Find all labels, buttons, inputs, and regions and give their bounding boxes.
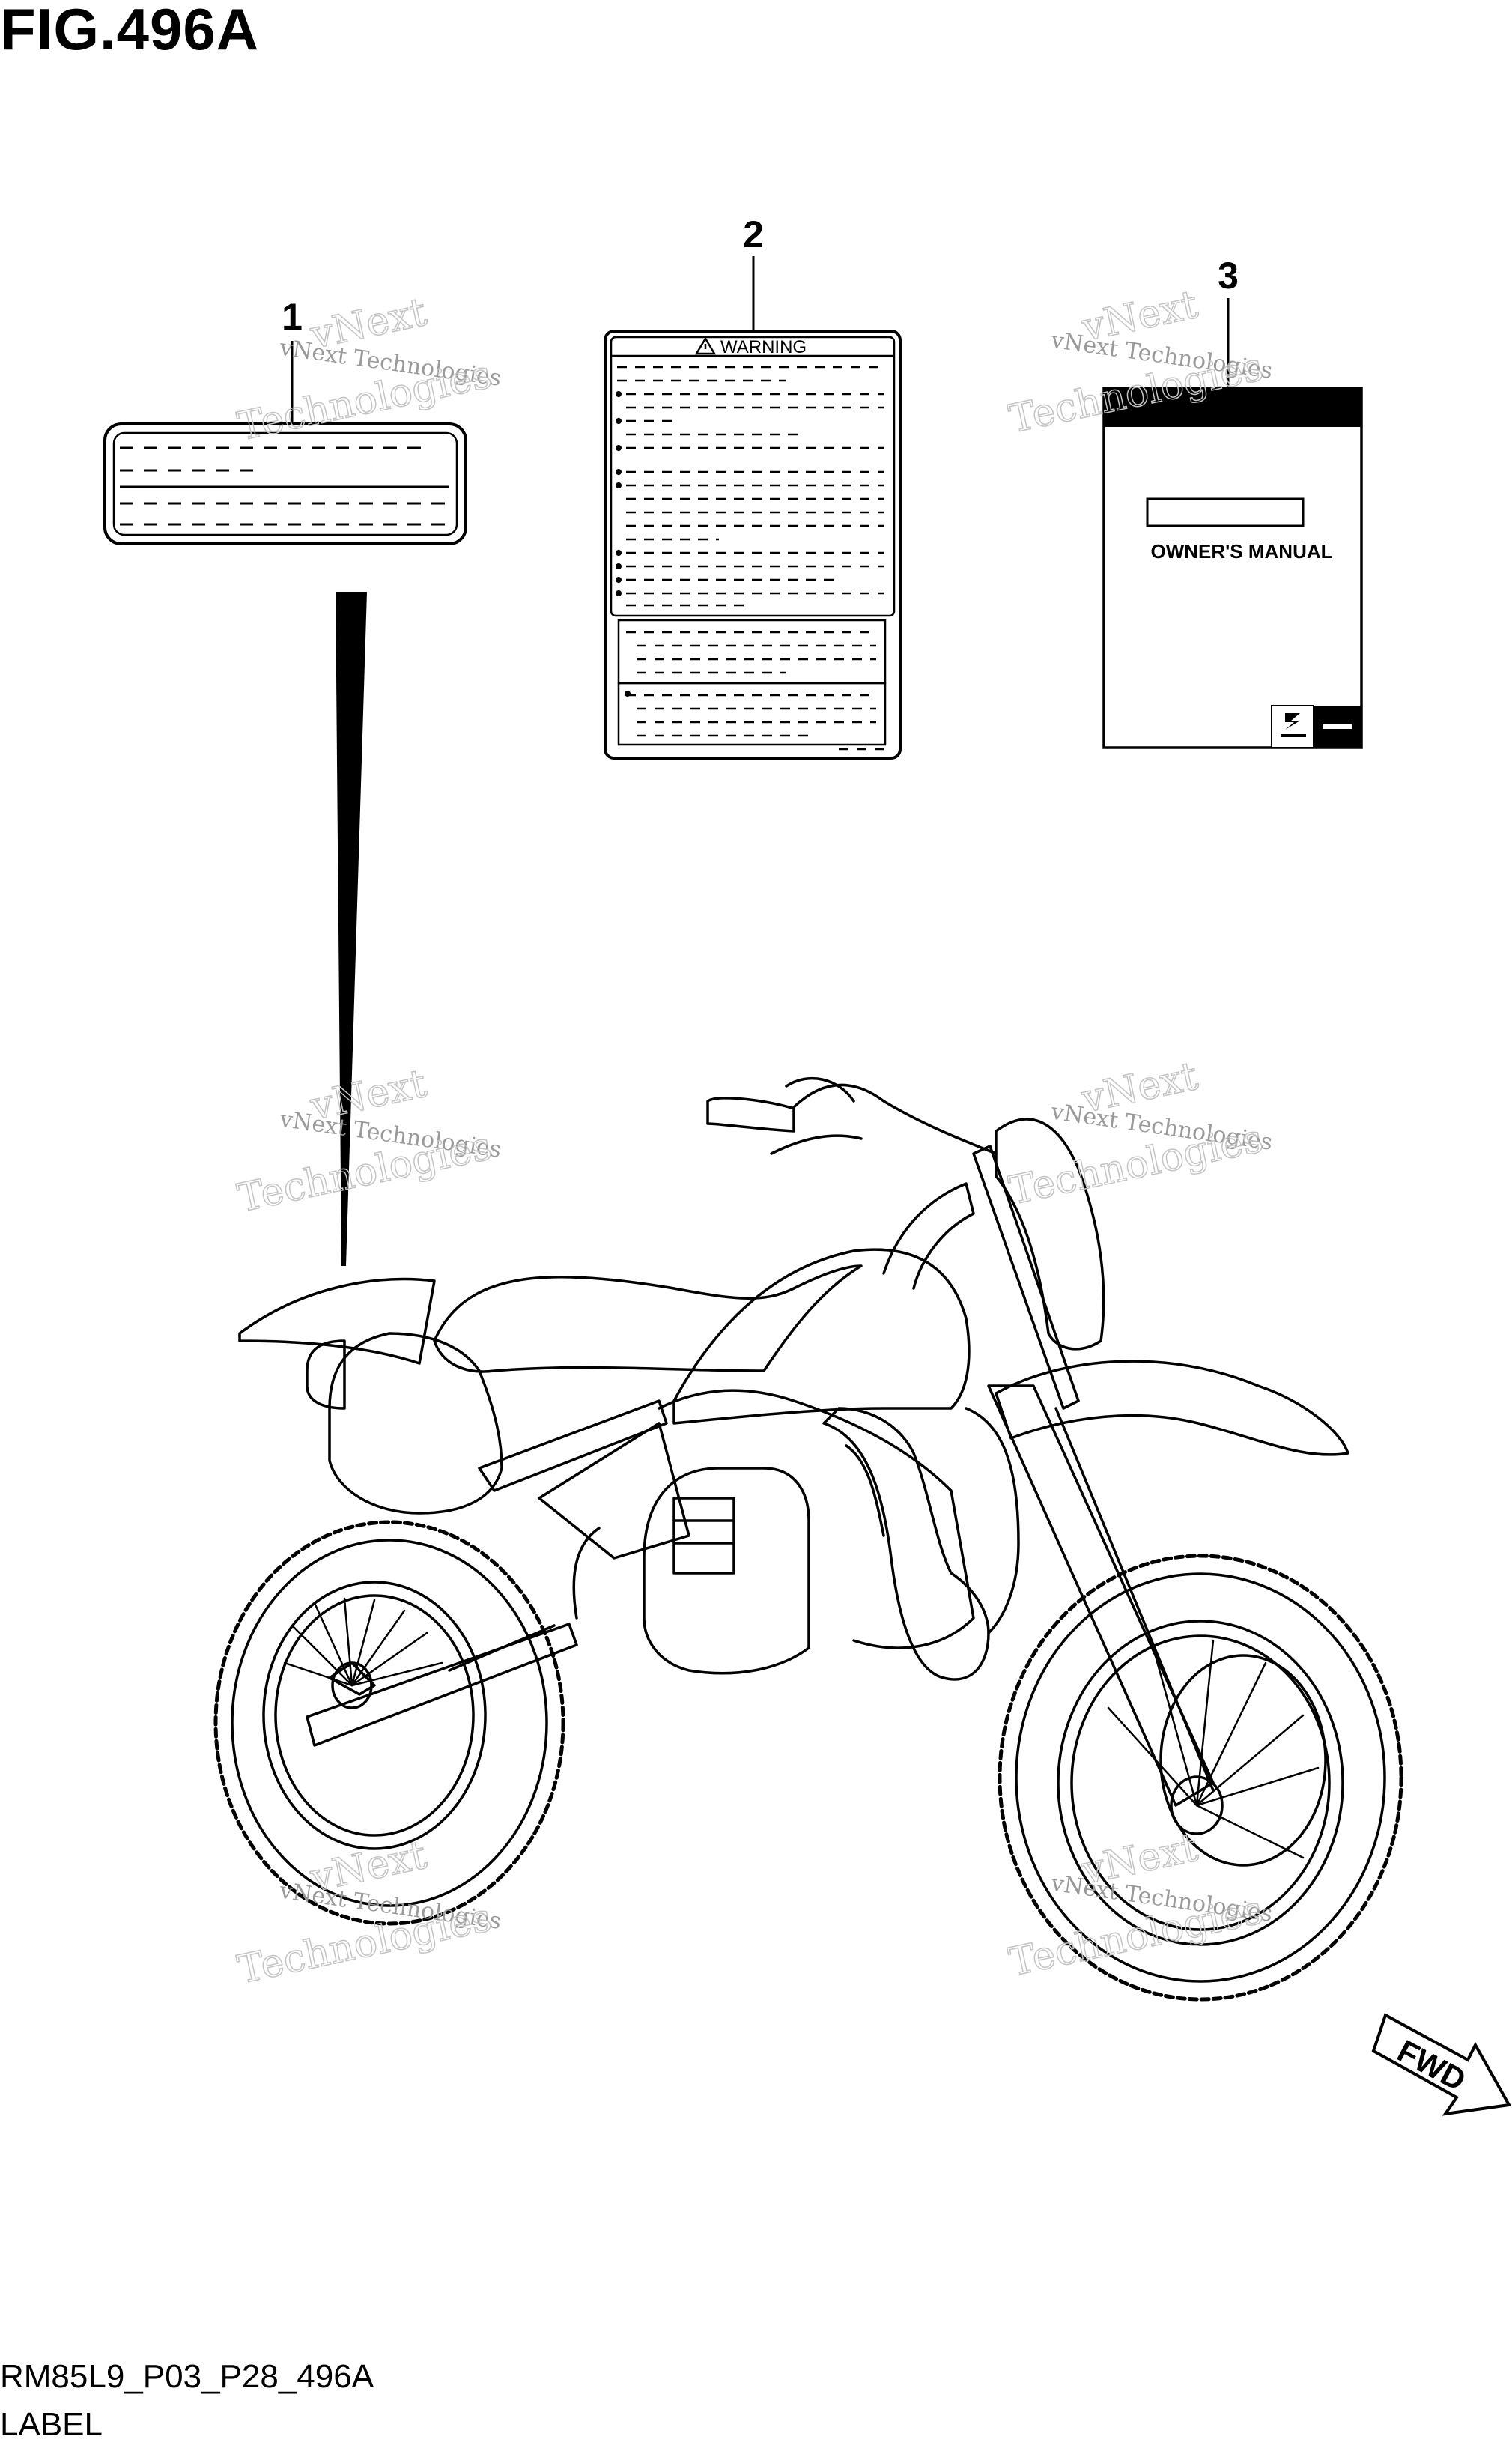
suzuki-logo-box xyxy=(1271,705,1314,748)
callout-2: 2 xyxy=(743,213,764,255)
diagram-code: RM85L9_P03_P28_496A xyxy=(0,2358,374,2395)
watermark-middle-left: vNext Technologies vNext Technologies xyxy=(234,1061,503,1222)
rear-fender xyxy=(238,1277,436,1365)
label-2-outer xyxy=(604,330,902,760)
label-3[interactable]: 3 OWNER'S MANUAL xyxy=(1102,255,1363,749)
watermark-middle-right: vNext Technologies vNext Technologies xyxy=(1005,1053,1275,1214)
seat xyxy=(433,1264,863,1373)
label-2[interactable]: 2 WARNING xyxy=(604,213,902,760)
fuel-tank xyxy=(672,1248,971,1425)
manual-title-box xyxy=(1146,497,1305,527)
leader-wedge-1 xyxy=(336,592,367,1266)
manual-cover xyxy=(1102,387,1363,749)
forward-direction-arrow: FWD xyxy=(1371,2013,1512,2116)
diagram-section-name: LABEL xyxy=(0,2406,103,2443)
front-fender xyxy=(995,1360,1349,1456)
swingarm xyxy=(306,1623,578,1747)
frame-rail xyxy=(478,1399,668,1492)
rear-wheel xyxy=(213,1520,565,1926)
callout-1: 1 xyxy=(282,296,303,338)
figure-title: FIG.496A xyxy=(0,0,260,62)
manual-title: OWNER'S MANUAL xyxy=(1150,540,1332,563)
suzuki-logo-icon xyxy=(1281,713,1306,737)
label-1-inner xyxy=(112,431,458,536)
warning-header: WARNING xyxy=(720,337,807,357)
warning-triangle-icon xyxy=(694,336,717,355)
label-1-outer xyxy=(103,422,467,545)
side-number-plate xyxy=(328,1332,503,1515)
handlebar-grip xyxy=(706,1097,795,1133)
motorcycle-outline[interactable] xyxy=(213,1076,1403,2002)
callout-3: 3 xyxy=(1218,255,1239,297)
watermark-top-left: vNext Technologies vNext Technologies xyxy=(234,289,503,450)
front-fork-lower xyxy=(987,1384,1215,1807)
manual-top-band xyxy=(1104,388,1361,427)
exhaust-pipe xyxy=(822,1407,990,1681)
engine xyxy=(643,1467,810,1675)
number-plate xyxy=(995,1118,1105,1351)
label-1[interactable]: 1 xyxy=(103,296,467,545)
